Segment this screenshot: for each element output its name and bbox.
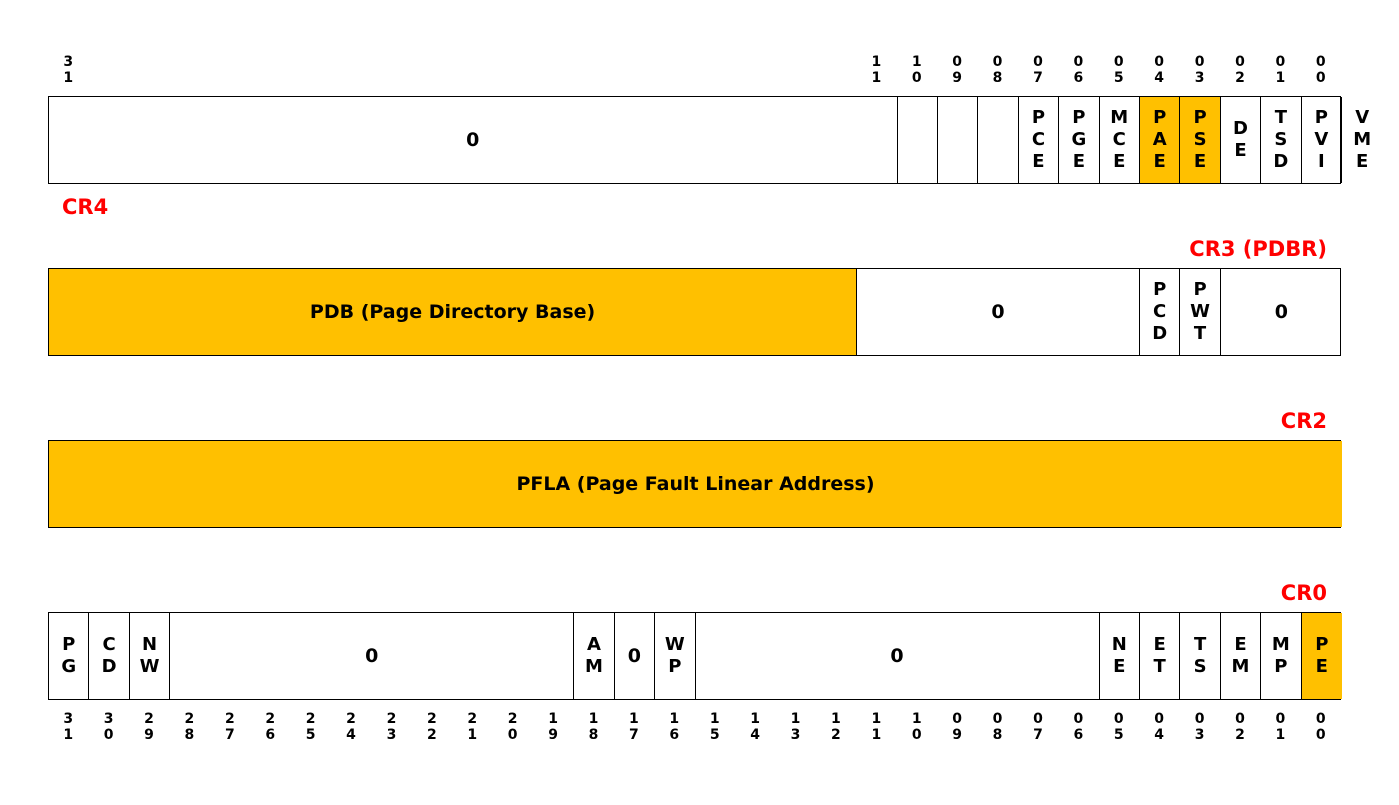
cr0-field-am: A M (574, 613, 615, 699)
cr0-bit-number-12: 1 2 (831, 711, 841, 743)
cr4-bit-number-4: 0 4 (1154, 54, 1165, 86)
cr4-field-pse: P S E (1180, 97, 1221, 183)
cr0-bit-number-29: 2 9 (144, 711, 154, 743)
cr4-bit-number-2: 0 2 (1235, 54, 1245, 86)
cr0-field-0: 0 (696, 613, 1100, 699)
cr0-bit-number-1: 0 1 (1275, 711, 1286, 743)
cr0-bit-number-30: 3 0 (103, 711, 114, 743)
cr0-bit-number-6: 0 6 (1073, 711, 1084, 743)
cr0-bit-number-7: 0 7 (1033, 711, 1043, 743)
cr0-field-mp: M P (1261, 613, 1302, 699)
cr0-bit-number-28: 2 8 (184, 711, 195, 743)
cr0-bit-number-25: 2 5 (305, 711, 316, 743)
cr4-bit-number-1: 0 1 (1275, 54, 1286, 86)
cr0-field-pg: P G (49, 613, 90, 699)
cr3-label: CR3 (PDBR) (1189, 237, 1327, 261)
cr4-field-tsd: T S D (1261, 97, 1302, 183)
cr0-bit-number-22: 2 2 (426, 711, 437, 743)
cr0-bit-number-14: 1 4 (750, 711, 760, 743)
cr2-register: PFLA (Page Fault Linear Address) (48, 440, 1342, 528)
cr0-bit-number-31: 3 1 (63, 711, 74, 743)
cr3-field-0: 0 (857, 269, 1140, 355)
cr3-field-pcd: P C D (1140, 269, 1181, 355)
cr0-field-ne: N E (1100, 613, 1140, 699)
cr4-bit-number-5: 0 5 (1113, 54, 1124, 86)
cr0-bit-number-24: 2 4 (346, 711, 356, 743)
cr4-field-pge: P G E (1059, 97, 1100, 183)
cr4-field-reserved (938, 97, 979, 183)
cr0-bit-number-0: 0 0 (1315, 711, 1326, 743)
cr0-field-cd: C D (89, 613, 130, 699)
cr0-field-wp: W P (655, 613, 696, 699)
cr0-field-ts: T S (1180, 613, 1221, 699)
cr4-bit-number-10: 1 0 (911, 54, 922, 86)
cr4-bit-number-8: 0 8 (992, 54, 1003, 86)
cr0-bit-number-27: 2 7 (224, 711, 235, 743)
cr2-label: CR2 (1280, 409, 1327, 433)
cr4-field-vme: V M E (1353, 107, 1372, 172)
cr4-field-0: 0 (49, 97, 898, 183)
cr2-field-pfla-page-fault-linear-address: PFLA (Page Fault Linear Address) (49, 441, 1342, 527)
cr0-bit-number-4: 0 4 (1154, 711, 1165, 743)
cr0-field-nw: N W (130, 613, 171, 699)
cr0-field-em: E M (1221, 613, 1262, 699)
cr0-bit-number-5: 0 5 (1113, 711, 1124, 743)
cr3-field-0: 0 (1274, 301, 1288, 323)
cr4-field-mce: M C E (1100, 97, 1140, 183)
cr0-bit-number-3: 0 3 (1194, 711, 1205, 743)
cr3-field-pdb-page-directory-base: PDB (Page Directory Base) (49, 269, 858, 355)
cr4-bit-number-0: 0 0 (1315, 54, 1326, 86)
cr4-bit-number-7: 0 7 (1033, 54, 1043, 86)
cr4-bit-number-31: 3 1 (63, 54, 74, 86)
cr0-field-et: E T (1140, 613, 1181, 699)
cr4-field-de: D E (1221, 97, 1262, 183)
cr4-label: CR4 (62, 195, 109, 219)
cr0-field-0: 0 (615, 613, 656, 699)
cr4-bit-number-6: 0 6 (1073, 54, 1084, 86)
cr0-field-pe: P E (1301, 613, 1342, 699)
cr0-field-0: 0 (170, 613, 575, 699)
cr0-bit-number-10: 1 0 (911, 711, 922, 743)
cr0-bit-number-2: 0 2 (1235, 711, 1245, 743)
cr0-bit-number-9: 0 9 (952, 711, 963, 743)
cr0-bit-number-19: 1 9 (548, 711, 558, 743)
cr4-bit-number-3: 0 3 (1194, 54, 1205, 86)
cr0-bit-number-16: 1 6 (669, 711, 680, 743)
cr0-bit-number-21: 2 1 (467, 711, 478, 743)
cr0-bit-number-23: 2 3 (386, 711, 397, 743)
cr4-field-pae: P A E (1139, 97, 1181, 183)
cr4-bit-number-9: 0 9 (952, 54, 963, 86)
cr0-bit-number-20: 2 0 (507, 711, 518, 743)
cr0-bit-number-17: 1 7 (629, 711, 639, 743)
cr4-field-pvi: P V I (1302, 97, 1342, 183)
cr4-field-pce: P C E (1019, 97, 1060, 183)
cr0-bit-number-8: 0 8 (992, 711, 1003, 743)
cr0-bit-number-18: 1 8 (588, 711, 599, 743)
cr0-bit-number-13: 1 3 (790, 711, 801, 743)
cr0-bit-number-11: 1 1 (871, 711, 882, 743)
cr0-bit-number-15: 1 5 (709, 711, 720, 743)
cr4-field-reserved (978, 97, 1019, 183)
cr0-label: CR0 (1280, 581, 1327, 605)
cr0-bit-number-26: 2 6 (265, 711, 276, 743)
cr3-field-pwt: P W T (1180, 269, 1221, 355)
cr4-field-reserved (898, 97, 938, 183)
cr4-bit-number-11: 1 1 (871, 54, 882, 86)
